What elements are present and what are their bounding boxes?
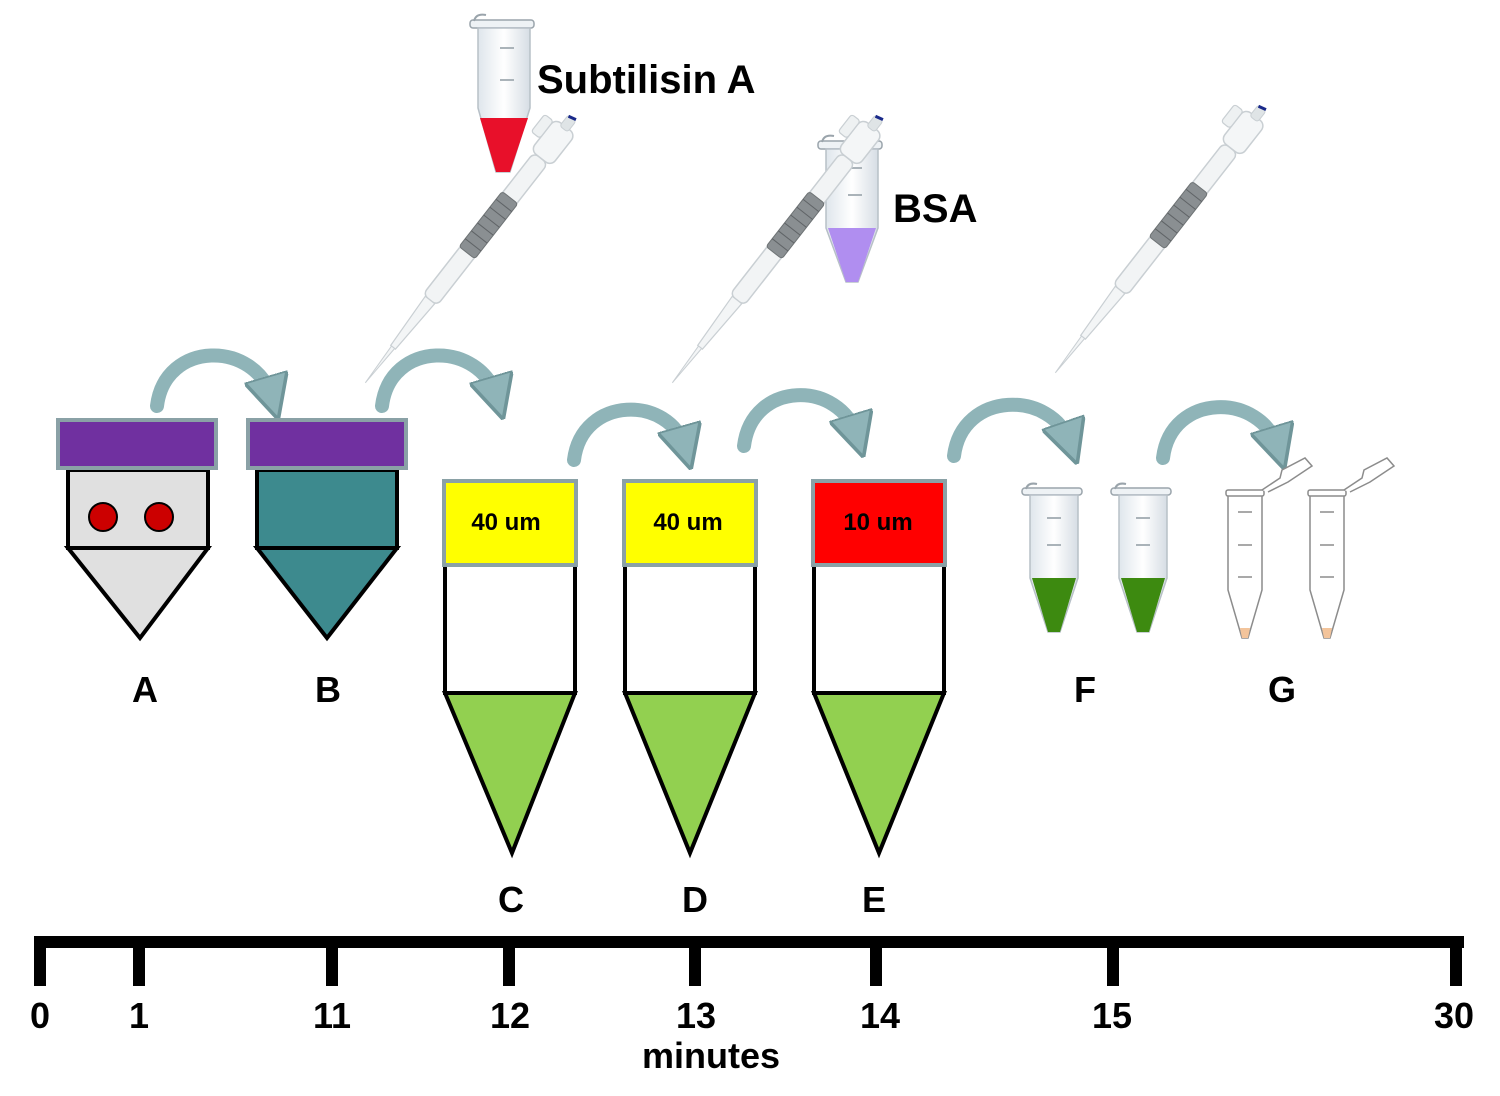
tick-label: 13 xyxy=(676,995,716,1036)
pipette-icon xyxy=(1034,90,1275,383)
filter-size-e: 10 um xyxy=(843,509,912,536)
tube-f-1 xyxy=(1021,482,1083,633)
tick-label: 0 xyxy=(30,995,50,1036)
timeline: 0 1 11 12 13 14 15 30 minutes xyxy=(30,936,1474,1076)
subtilisin-label: Subtilisin A xyxy=(537,58,756,102)
tick-label: 15 xyxy=(1092,995,1132,1036)
filter-tube-c xyxy=(441,479,578,859)
arrow-icon xyxy=(150,348,272,406)
arrow-icon xyxy=(737,388,857,446)
tick-label: 11 xyxy=(313,995,351,1036)
filter-size-c: 40 um xyxy=(471,509,540,536)
timeline-unit-label: minutes xyxy=(642,1035,780,1076)
tick-label: 14 xyxy=(860,995,900,1036)
step-label-d: D xyxy=(682,879,708,920)
pipette-icon xyxy=(344,100,585,393)
arrow-icon xyxy=(947,397,1070,456)
arrow-icon xyxy=(567,402,685,460)
timeline-ticks xyxy=(34,936,1462,986)
transfer-arrows xyxy=(150,348,1278,460)
step-label-e: E xyxy=(862,879,886,920)
tube-f-2 xyxy=(1110,482,1172,633)
tick-label: 12 xyxy=(490,995,530,1036)
arrow-icon xyxy=(1156,400,1278,458)
subtilisin-tube-icon xyxy=(469,13,535,173)
tick-label: 1 xyxy=(129,995,149,1036)
filter-tube-d xyxy=(622,479,758,859)
step-label-f: F xyxy=(1074,669,1096,710)
tube-a xyxy=(56,418,218,642)
bsa-label: BSA xyxy=(893,187,977,231)
filter-tube-e xyxy=(811,479,947,859)
step-label-c: C xyxy=(498,879,524,920)
tube-b xyxy=(246,418,408,642)
step-label-b: B xyxy=(315,669,341,710)
tube-g-2 xyxy=(1307,457,1396,639)
tube-g-1 xyxy=(1225,457,1314,639)
tick-label: 30 xyxy=(1434,995,1474,1036)
filter-size-d: 40 um xyxy=(653,509,722,536)
timeline-axis xyxy=(36,936,1464,948)
step-label-g: G xyxy=(1268,669,1296,710)
step-label-a: A xyxy=(132,669,158,710)
arrow-icon xyxy=(375,348,497,406)
